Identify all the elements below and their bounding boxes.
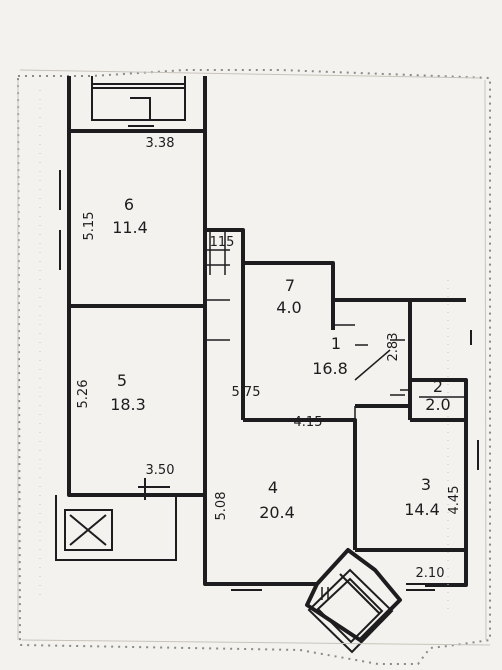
- top-balcony: [91, 76, 186, 121]
- left-upper-height-dimension: 5.15: [82, 212, 97, 241]
- room-7-area: 4.0: [276, 298, 301, 317]
- lower-left-balcony: [55, 478, 177, 561]
- bottom-350-dimension: 3.50: [146, 463, 175, 478]
- bottom-right-balcony: [307, 568, 394, 654]
- room-5-number: 5: [117, 371, 127, 390]
- room-3-number: 3: [421, 475, 431, 494]
- top-width-dimension: 3.38: [146, 136, 175, 151]
- room-5-area: 18.3: [110, 395, 146, 414]
- room-4-area: 20.4: [259, 503, 295, 522]
- windows: [59, 119, 479, 591]
- room-2-number: 2: [433, 377, 443, 396]
- room-4-number: 4: [268, 478, 278, 497]
- room-1-area: 16.8: [312, 359, 348, 378]
- room-3-area: 14.4: [404, 500, 440, 519]
- dimension-labels: 3.38 5.15 115 5.26 5.75 4.15 2.83 3.50 5…: [76, 136, 462, 581]
- center-415-dimension: 4.15: [294, 415, 323, 430]
- room-6-area: 11.4: [112, 218, 148, 237]
- center-575-dimension: 5.75: [232, 385, 261, 400]
- bottom-210-dimension: 2.10: [416, 566, 445, 581]
- left-lower-height-dimension: 5.26: [76, 380, 91, 409]
- right-283-dimension: 2.83: [386, 333, 401, 362]
- right-445-dimension: 4.45: [447, 486, 462, 515]
- room-2-area: 2.0: [425, 395, 450, 414]
- room-6-number: 6: [124, 195, 134, 214]
- left-508-dimension: 5.08: [214, 492, 229, 521]
- wall-115-dimension: 115: [210, 235, 235, 250]
- paper-marks: [17, 69, 491, 646]
- room-1-number: 1: [331, 334, 341, 353]
- interior-marks: [205, 230, 466, 600]
- room-7-number: 7: [285, 276, 295, 295]
- room-labels: 6 11.4 5 18.3 7 4.0 1 16.8 2 2.0 4 20.4 …: [110, 195, 451, 522]
